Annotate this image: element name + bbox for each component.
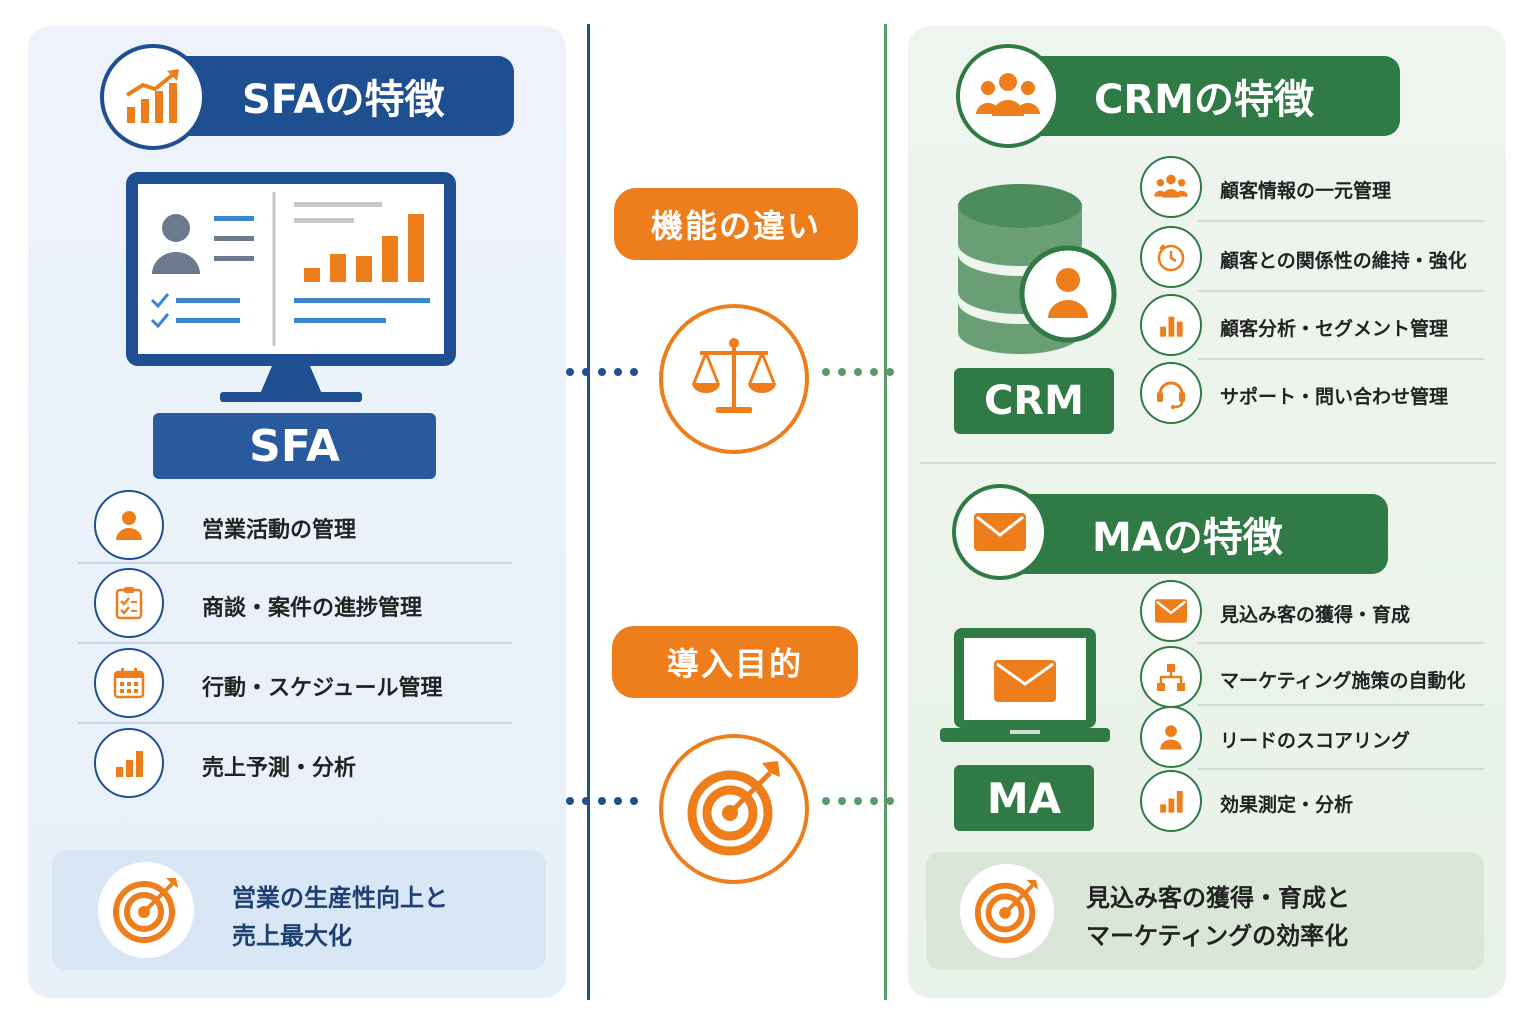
- separator: [78, 562, 512, 564]
- dots-left-top: [566, 368, 638, 376]
- separator: [1198, 642, 1484, 644]
- sfa-title: SFAの特徴: [242, 77, 445, 123]
- ma-item-3: 効果測定・分析: [1220, 794, 1354, 816]
- ma-purpose-line1: 見込み客の獲得・育成と: [1086, 884, 1350, 912]
- sfa-item-3: 売上予測・分析: [202, 756, 357, 781]
- growth-chart-icon: [125, 69, 179, 123]
- ma-label-box: MA: [954, 765, 1094, 831]
- target-icon: [659, 734, 809, 884]
- separator: [1198, 358, 1484, 360]
- diff-pill: 機能の違い: [614, 188, 858, 260]
- sfa-purpose-line2: 売上最大化: [232, 922, 352, 950]
- diff-label: 機能の違い: [650, 207, 821, 245]
- separator: [78, 722, 512, 724]
- crm-title-bar: CRMの特徴: [1006, 56, 1400, 136]
- crm-item-3: サポート・問い合わせ管理: [1220, 386, 1449, 408]
- ma-item-1: マーケティング施策の自動化: [1220, 670, 1466, 692]
- ma-purpose-line2: マーケティングの効率化: [1086, 922, 1349, 950]
- ma-item-2: リードのスコアリング: [1220, 730, 1411, 752]
- laptop-illustration: [940, 628, 1110, 742]
- mail-icon: [1140, 580, 1202, 642]
- sfa-item-0: 営業活動の管理: [202, 518, 357, 543]
- purpose-label: 導入目的: [666, 645, 803, 683]
- person-icon: [94, 490, 164, 560]
- clock-icon: [1140, 226, 1202, 288]
- sfa-label: SFA: [249, 420, 340, 472]
- sfa-label-box: SFA: [153, 413, 436, 479]
- calendar-icon: [94, 648, 164, 718]
- target-icon: [960, 864, 1054, 958]
- crm-item-0: 顧客情報の一元管理: [1220, 180, 1392, 202]
- sfa-title-bar: SFAの特徴: [150, 56, 514, 136]
- dots-right-top: [822, 368, 894, 376]
- group-icon: [1140, 156, 1202, 218]
- separator: [1198, 768, 1484, 770]
- scale-icon: [659, 304, 809, 454]
- purpose-pill: 導入目的: [612, 626, 858, 698]
- target-icon: [98, 862, 194, 958]
- divider-green: [884, 24, 887, 1000]
- bar-chart-icon: [94, 728, 164, 798]
- database-illustration: [958, 184, 1117, 354]
- headset-icon: [1140, 362, 1202, 424]
- sfa-item-2: 行動・スケジュール管理: [202, 676, 443, 701]
- separator: [1198, 704, 1484, 706]
- group-icon: [956, 44, 1060, 148]
- crm-title: CRMの特徴: [1094, 77, 1314, 123]
- mail-icon: [952, 484, 1048, 580]
- separator: [1198, 290, 1484, 292]
- person-icon: [1140, 706, 1202, 768]
- crm-item-2: 顧客分析・セグメント管理: [1220, 318, 1449, 340]
- divider-blue: [587, 24, 590, 1000]
- checklist-icon: [94, 568, 164, 638]
- flow-icon: [1140, 646, 1202, 708]
- dots-right-bottom: [822, 797, 894, 805]
- crm-label: CRM: [984, 378, 1084, 424]
- ma-label: MA: [986, 773, 1062, 823]
- crm-label-box: CRM: [954, 368, 1114, 434]
- monitor-illustration: [126, 172, 456, 402]
- ma-title: MAの特徴: [1092, 515, 1283, 561]
- dots-left-bottom: [566, 797, 638, 805]
- crm-item-1: 顧客との関係性の維持・強化: [1220, 250, 1467, 272]
- separator: [78, 642, 512, 644]
- bar-chart-icon: [1140, 294, 1202, 356]
- ma-title-bar: MAの特徴: [1000, 494, 1388, 574]
- separator: [1198, 220, 1484, 222]
- bar-chart-icon: [1140, 770, 1202, 832]
- crm-ma-divider: [920, 462, 1496, 464]
- sfa-title-icon: [100, 44, 206, 150]
- sfa-item-1: 商談・案件の進捗管理: [202, 596, 423, 621]
- ma-item-0: 見込み客の獲得・育成: [1220, 604, 1411, 626]
- sfa-purpose-line1: 営業の生産性向上と: [232, 884, 448, 912]
